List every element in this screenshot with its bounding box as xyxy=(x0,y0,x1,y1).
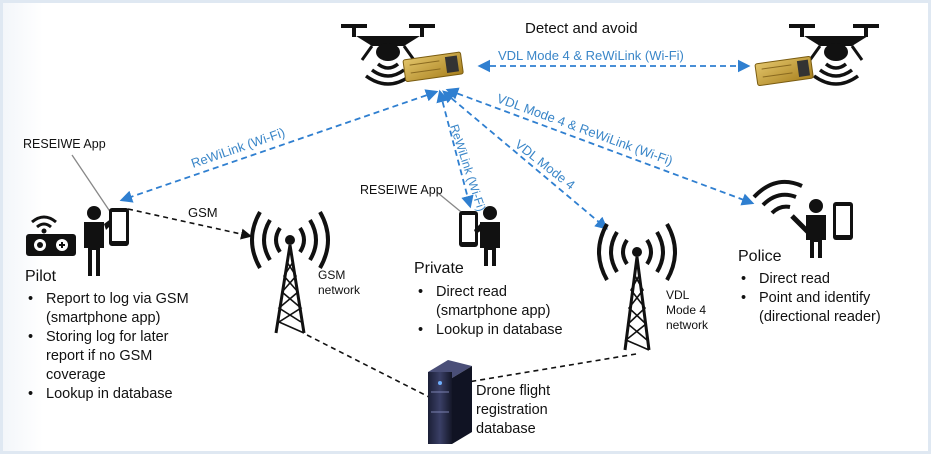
private-bullets: Direct read (smartphone app) Lookup in d… xyxy=(414,283,563,340)
police-figure xyxy=(752,179,853,258)
database-label-line: registration xyxy=(476,402,548,418)
link-label-drone-to-drone: VDL Mode 4 & ReWiLink (Wi-Fi) xyxy=(498,48,684,63)
radio-module-icon xyxy=(402,51,464,83)
smartphone-icon xyxy=(459,211,478,247)
database-label: Drone flight registration database xyxy=(476,382,596,439)
link-label-gsm: GSM xyxy=(188,205,218,220)
gsm-tower-icon xyxy=(250,211,330,334)
pilot-title: Pilot xyxy=(25,268,57,285)
list-item: Direct read xyxy=(737,270,881,289)
list-item: Report to log via GSM xyxy=(24,290,189,309)
list-item-continuation: (smartphone app) xyxy=(436,303,551,319)
gsm-network-label-line: GSM xyxy=(318,268,346,282)
list-item-continuation: report if no GSM xyxy=(46,348,153,364)
reader-wand-icon xyxy=(790,214,810,234)
police-bullets: Direct read Point and identify (directio… xyxy=(737,270,881,327)
database-server-icon xyxy=(428,360,472,444)
gsm-network-label-line: network xyxy=(318,283,361,297)
database-label-line: database xyxy=(476,421,536,437)
smartphone-icon xyxy=(833,202,853,240)
drone-body-icon xyxy=(341,24,435,61)
smartphone-icon xyxy=(109,208,129,246)
signal-waves-icon xyxy=(812,62,860,86)
link-gsm xyxy=(127,208,253,240)
database-label-line: Drone flight xyxy=(476,383,551,399)
person-icon xyxy=(474,206,500,266)
link-vdl-to-database xyxy=(461,353,637,384)
drone-right xyxy=(754,24,879,87)
page-title: Detect and avoid xyxy=(525,20,638,37)
gsm-network-label: GSM network xyxy=(318,268,360,298)
drone-left xyxy=(341,24,464,86)
list-item: Lookup in database xyxy=(414,321,563,340)
link-drone-to-pilot xyxy=(119,89,439,203)
person-icon xyxy=(806,199,826,258)
remote-controller-icon xyxy=(26,215,76,256)
drone-body-icon xyxy=(789,24,879,61)
link-label-to-vdl: VDL Mode 4 xyxy=(512,137,578,193)
vdl-network-label-line: network xyxy=(666,318,709,332)
list-item-continuation: (directional reader) xyxy=(759,309,881,325)
pilot-figure xyxy=(26,206,129,276)
private-app-label: RESEIWE App xyxy=(360,183,443,197)
list-item: Direct read xyxy=(414,283,563,302)
list-item: Point and identify xyxy=(737,289,881,308)
vdl-tower-icon xyxy=(597,223,677,351)
link-gsm-to-database xyxy=(306,334,432,399)
police-title: Police xyxy=(738,248,782,265)
pilot-bullets: Report to log via GSM (smartphone app) S… xyxy=(24,290,189,404)
vdl-network-label-line: Mode 4 xyxy=(666,303,707,317)
vdl-network-label: VDL Mode 4 network xyxy=(666,288,708,333)
pilot-app-label: RESEIWE App xyxy=(23,137,106,151)
link-drone-to-police xyxy=(445,87,755,206)
list-item: Lookup in database xyxy=(24,385,189,404)
private-figure xyxy=(459,206,500,266)
list-item: Storing log for later xyxy=(24,328,189,347)
list-item-continuation: (smartphone app) xyxy=(46,310,161,326)
radio-module-icon xyxy=(754,55,814,87)
list-item-continuation: coverage xyxy=(46,367,106,383)
app-pointer-pilot xyxy=(71,154,114,217)
directional-reader-icon xyxy=(752,179,803,215)
vdl-network-label-line: VDL xyxy=(666,288,690,302)
private-title: Private xyxy=(414,260,464,277)
